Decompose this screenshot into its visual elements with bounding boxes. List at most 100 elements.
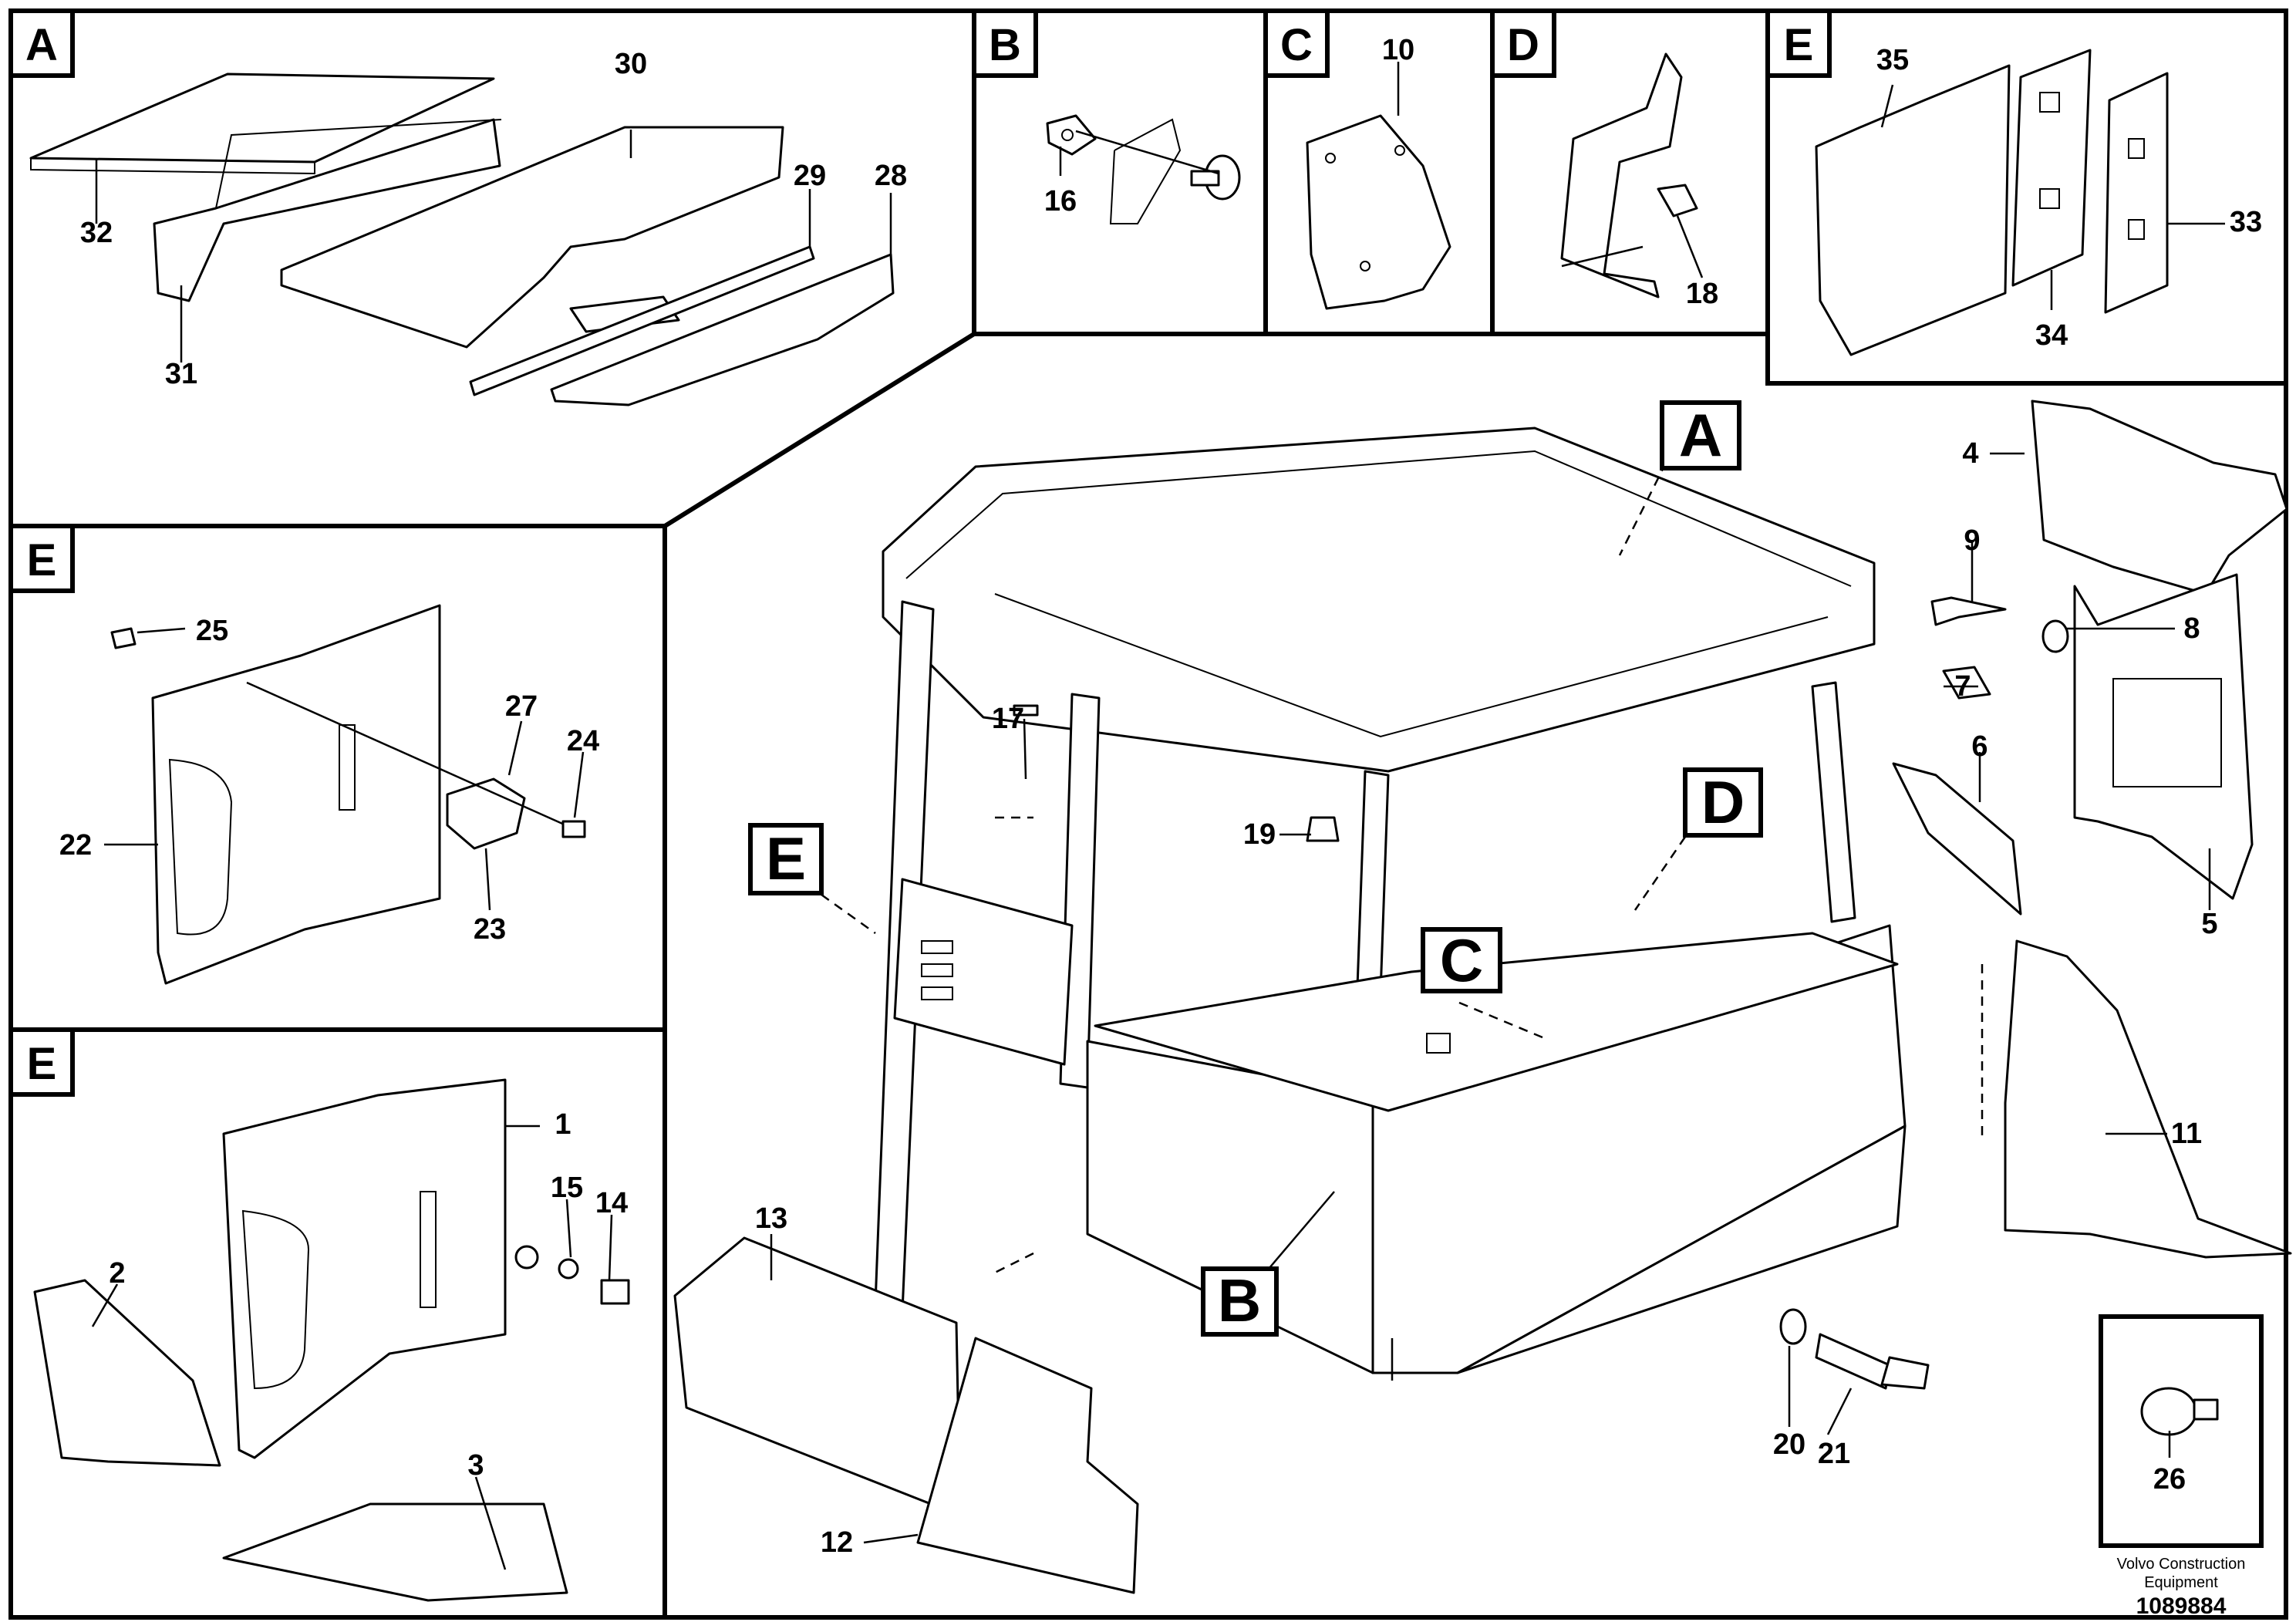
panel-13	[673, 1236, 962, 1517]
inset-letter-tags: A B C D E E E	[8, 8, 1832, 1097]
inset-letter-d: D	[1507, 20, 1539, 70]
drawing-number: 1089884	[2136, 1593, 2227, 1619]
inset-a-frame	[8, 8, 976, 528]
part-number-31: 31	[165, 358, 197, 390]
callout-d: D	[1701, 768, 1745, 836]
right-side-parts	[1779, 400, 2292, 1390]
inset-e-top-parts	[1815, 49, 2169, 356]
lower-skirt	[1456, 1125, 1907, 1374]
trim-panel-22	[151, 604, 441, 985]
cab-roof	[882, 427, 1876, 773]
part-number-32: 32	[80, 217, 113, 249]
inset-e-bottom-parts	[33, 1078, 630, 1602]
part-number-10: 10	[1382, 34, 1414, 66]
inset-e-mid-parts	[110, 604, 586, 985]
rivet-17	[1013, 704, 1039, 717]
trim-panel-1	[222, 1078, 507, 1459]
callout-e: E	[766, 824, 806, 892]
mesh-grille-6	[1892, 762, 2022, 916]
roof-channel-31	[153, 118, 501, 302]
inset-letter-e-bottom: E	[27, 1039, 57, 1089]
clip-nut-16	[1046, 114, 1097, 156]
roof-panel-30	[280, 126, 784, 349]
inset-letter-e-top: E	[1784, 20, 1814, 70]
grommet-8	[2041, 619, 2069, 653]
callout-a: A	[1679, 401, 1722, 469]
inset-letter-b: B	[989, 20, 1021, 70]
bolt-head-21	[1880, 1356, 1930, 1390]
part-number-28: 28	[875, 160, 907, 192]
part-number-30: 30	[615, 48, 647, 80]
trim-panel-5	[2073, 573, 2254, 900]
part-number-22: 22	[59, 829, 92, 862]
trim-panel-4	[2031, 400, 2288, 595]
part-number-14: 14	[595, 1187, 628, 1219]
callout-b: B	[1218, 1266, 1261, 1334]
lower-front-panels	[673, 1236, 1139, 1594]
dashboard-frame	[1094, 932, 1899, 1112]
inset-letter-c: C	[1280, 20, 1313, 70]
inset-letter-e-mid: E	[27, 535, 57, 585]
part-number-5: 5	[2201, 908, 2217, 940]
footer-block: Volvo Construction Equipment 1089884	[2117, 1556, 2246, 1619]
part-number-2: 2	[109, 1257, 125, 1290]
washer-15a	[514, 1245, 539, 1270]
part-number-21: 21	[1818, 1438, 1850, 1470]
bolt-14	[600, 1279, 630, 1305]
right-pillar	[1811, 681, 1856, 923]
inset-e-top-frame	[1765, 8, 2288, 386]
part-number-16: 16	[1044, 185, 1077, 218]
callout-c: C	[1440, 926, 1483, 994]
panel-35	[1815, 64, 2011, 356]
part-number-25: 25	[196, 615, 228, 647]
inset-letter-a: A	[25, 20, 58, 70]
part-number-8: 8	[2183, 612, 2200, 645]
part-number-6: 6	[1971, 730, 1988, 763]
part-number-34: 34	[2035, 319, 2068, 352]
brand-line-1: Volvo Construction	[2117, 1556, 2246, 1573]
inset-d-parts	[1560, 52, 1698, 298]
part-number-15: 15	[551, 1172, 583, 1204]
switch-27	[446, 777, 526, 850]
panel-34	[2011, 49, 2092, 287]
screw-26	[2140, 1387, 2197, 1436]
part-number-35: 35	[1876, 44, 1909, 76]
inset-a-roof-parts	[29, 73, 895, 406]
main-cab-assembly	[874, 427, 1907, 1374]
part-number-4: 4	[1962, 437, 1978, 470]
inset-b-parts	[1046, 114, 1241, 224]
clip-25	[110, 627, 137, 649]
bracket-d	[1560, 52, 1683, 298]
part-number-29: 29	[794, 160, 826, 192]
part-number-3: 3	[467, 1449, 484, 1482]
part-number-23: 23	[474, 913, 506, 946]
part-number-12: 12	[821, 1526, 853, 1559]
part-number-13: 13	[755, 1202, 787, 1235]
part-number-26: 26	[2153, 1463, 2186, 1496]
panel-12	[916, 1337, 1139, 1594]
trim-panel-11	[2004, 939, 2292, 1259]
trim-strip-29	[469, 245, 815, 396]
part-number-labels: 30 29 28 32 31 16 10 18 35 33 34 4 9 8 7…	[59, 34, 2262, 1559]
knob-7	[1942, 666, 1991, 700]
trim-panel-3	[222, 1502, 568, 1602]
cover-10	[1306, 114, 1451, 310]
inset-e-bottom-frame	[8, 1027, 667, 1620]
part-number-19: 19	[1243, 818, 1276, 851]
part-number-11: 11	[2171, 1118, 2202, 1150]
brand-line-2: Equipment	[2144, 1574, 2218, 1591]
part-number-7: 7	[1954, 670, 1971, 703]
inset-c-parts	[1306, 114, 1451, 310]
inset-frames	[8, 8, 2288, 1620]
detail-26-frame	[2099, 1314, 2264, 1548]
part-number-17: 17	[992, 703, 1024, 735]
part-number-33: 33	[2230, 206, 2262, 238]
knob-9	[1930, 596, 2007, 626]
panel-33	[2104, 72, 2169, 314]
part-number-20: 20	[1773, 1428, 1805, 1461]
connector-18	[1657, 184, 1698, 218]
roof-panel-32	[29, 73, 495, 164]
washer-15	[558, 1258, 579, 1280]
screw-24	[561, 820, 586, 838]
